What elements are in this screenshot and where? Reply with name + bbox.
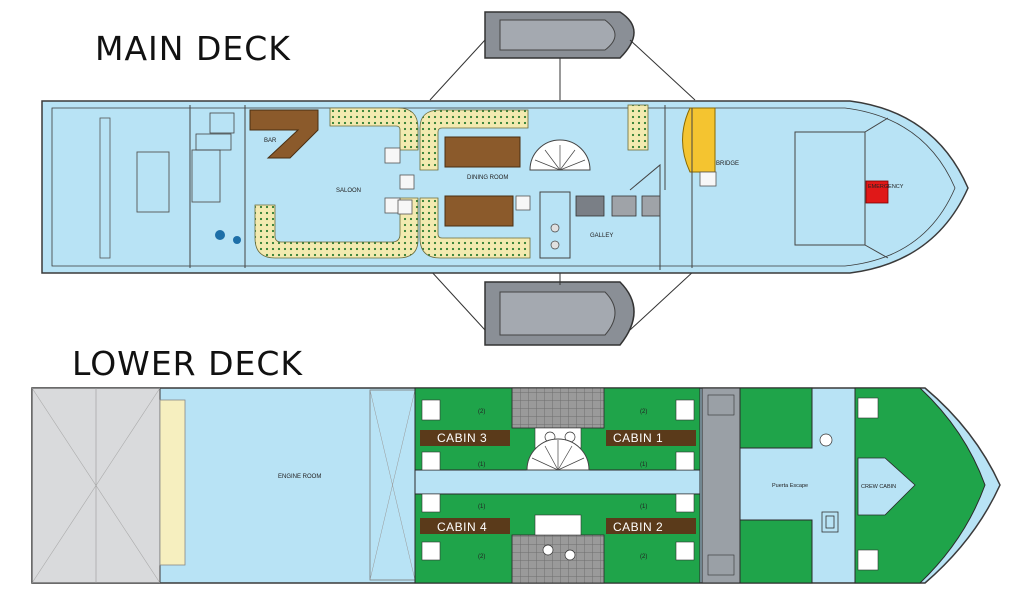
main-deck-title: MAIN DECK	[95, 29, 291, 68]
bar-counter	[249, 109, 319, 159]
bridge-console	[682, 107, 716, 173]
dining-seating-bottom	[419, 197, 531, 259]
saloon-label: SALOON	[336, 188, 361, 194]
cabin-3-label: CABIN 3	[437, 431, 487, 445]
spiral-stair-main	[529, 139, 591, 171]
cabin-2-bed-label-lower: (2)	[640, 554, 647, 560]
cabin-4-bed-label-lower: (2)	[478, 554, 485, 560]
dining-seating-top	[419, 109, 529, 171]
bar-label: BAR	[264, 138, 277, 144]
emergency-label: EMERGENCY	[868, 184, 904, 190]
spiral-stair-lower	[526, 438, 590, 471]
escape-door-label: Puerta Escape	[772, 483, 808, 489]
bridge-label: BRIDGE	[716, 161, 739, 167]
cabin-3-bed-label-lower: (1)	[478, 462, 485, 468]
tender-top	[429, 11, 696, 101]
crew-cabin-area	[857, 457, 916, 516]
emergency-box	[865, 180, 889, 204]
lower-deck-title: LOWER DECK	[72, 344, 303, 383]
crew-cabin-label: CREW CABIN	[861, 484, 896, 490]
cabin-1-bed-label-lower: (1)	[640, 462, 647, 468]
cabin-1-label: CABIN 1	[613, 431, 663, 445]
cabin-beds	[421, 399, 695, 561]
cabin-4-label: CABIN 4	[437, 520, 487, 534]
cabin-2-label: CABIN 2	[613, 520, 663, 534]
galley-label: GALLEY	[590, 233, 613, 239]
engine-room-label: ENGINE ROOM	[278, 474, 321, 480]
cabin-3-bed-label: (2)	[478, 409, 485, 415]
main-deck: BAR SALOON DINING ROOM GALL	[41, 11, 969, 346]
dining-room-label: DINING ROOM	[467, 175, 508, 181]
lower-deck: ENGINE ROOM CABIN 3 CABIN 1 CABIN 4 CABI…	[31, 387, 1001, 584]
cabin-4-bed-label: (1)	[478, 504, 485, 510]
cabin-2-bed-label: (1)	[640, 504, 647, 510]
tender-bottom	[429, 269, 696, 346]
cabin-1-bed-label: (2)	[640, 409, 647, 415]
